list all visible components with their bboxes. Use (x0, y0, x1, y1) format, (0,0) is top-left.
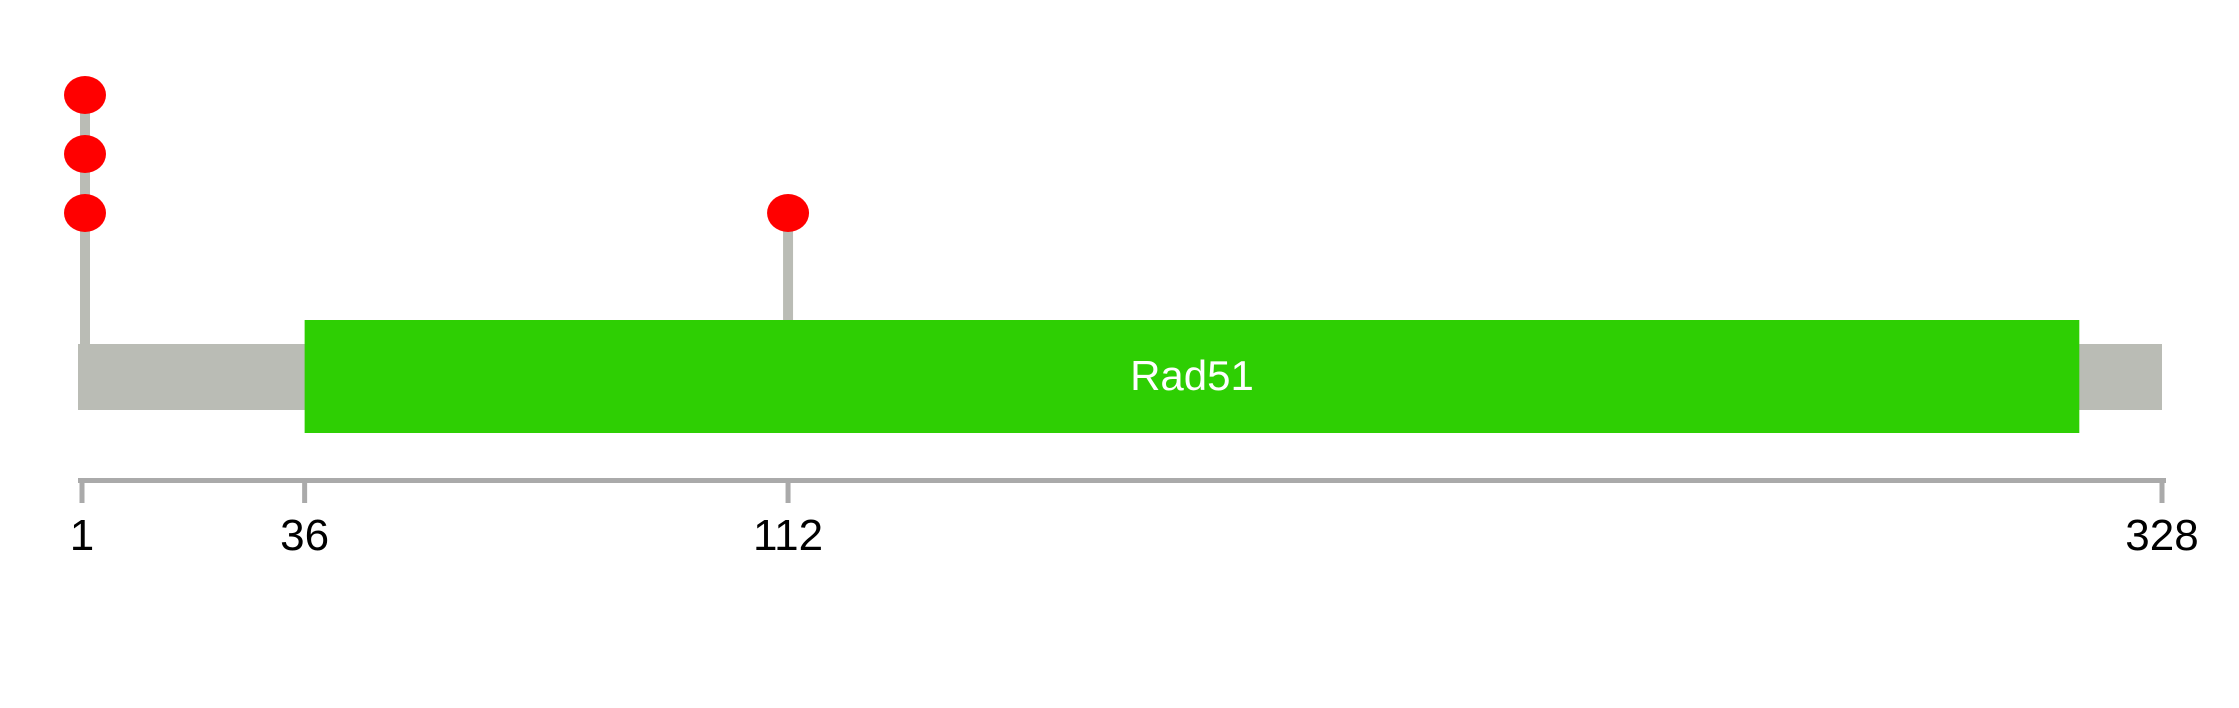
axis-tick (785, 480, 791, 503)
axis-line (78, 478, 2166, 483)
mutation-marker (64, 135, 106, 173)
mutation-marker (64, 194, 106, 232)
axis-tick-label: 1 (70, 511, 94, 560)
axis-tick-label: 36 (280, 511, 329, 560)
domain-label: Rad51 (1130, 352, 1254, 399)
mutation-marker (64, 76, 106, 114)
axis-tick-label: 328 (2125, 511, 2198, 560)
axis-tick (302, 480, 308, 503)
domain-rad51 (304, 320, 2080, 433)
axis-tick-label: 112 (753, 511, 823, 560)
mutation-marker (767, 194, 810, 232)
axis-tick (2159, 480, 2165, 503)
axis-tick (79, 480, 85, 503)
mutation-stem (783, 213, 794, 346)
